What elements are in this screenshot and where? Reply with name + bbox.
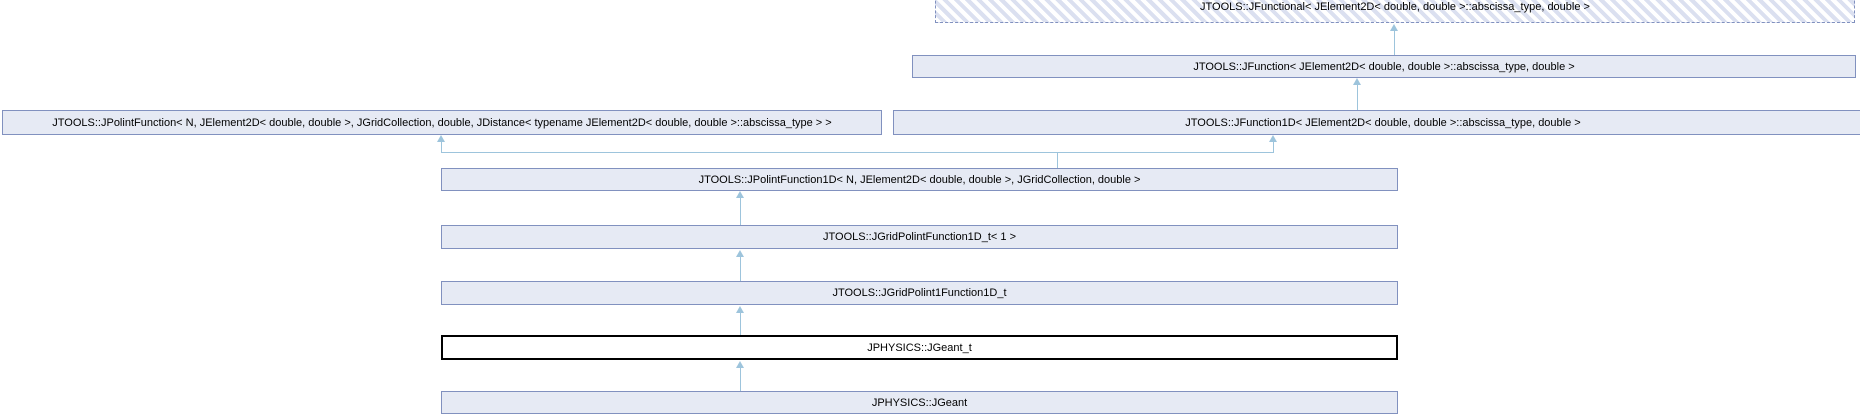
inheritance-arrow-icon [1390, 24, 1398, 31]
edge-jgeant-t-jgridpolint1fn [740, 312, 741, 335]
class-node-jgeant[interactable]: JPHYSICS::JGeant [441, 391, 1398, 414]
class-node-jfunctional[interactable]: JTOOLS::JFunctional< JElement2D< double,… [935, 0, 1855, 23]
inheritance-arrow-icon [736, 191, 744, 198]
edge-jfunction-jfunctional [1394, 30, 1395, 55]
inheritance-arrow-icon [437, 135, 445, 142]
class-node-jpolintfunction1d[interactable]: JTOOLS::JPolintFunction1D< N, JElement2D… [441, 168, 1398, 191]
inheritance-arrow-icon [1353, 78, 1361, 85]
class-node-jpolintfunction[interactable]: JTOOLS::JPolintFunction< N, JElement2D< … [2, 110, 882, 135]
class-node-jfunction[interactable]: JTOOLS::JFunction< JElement2D< double, d… [912, 55, 1856, 78]
class-node-jgridpolintfunction1d-t[interactable]: JTOOLS::JGridPolintFunction1D_t< 1 > [441, 225, 1398, 249]
edge-jpolintfunction1d-jfunction1d [1273, 141, 1274, 153]
class-node-jfunction1d[interactable]: JTOOLS::JFunction1D< JElement2D< double,… [893, 110, 1860, 135]
inheritance-arrow-icon [736, 250, 744, 257]
inheritance-arrow-icon [1269, 135, 1277, 142]
edge-jgridpolintfn-jpolintfunction1d [740, 197, 741, 225]
class-node-jgeant-t-current: JPHYSICS::JGeant_t [441, 335, 1398, 360]
edge-jgeant-jgeant-t [740, 367, 741, 391]
edge-channel-drop [1057, 152, 1058, 168]
edge-jgridpolint1fn-jgridpolintfn [740, 256, 741, 281]
edge-jfunction1d-jfunction [1357, 84, 1358, 110]
edge-channel [441, 152, 1274, 153]
inheritance-arrow-icon [736, 361, 744, 368]
edge-jpolintfunction1d-jpolintfunction [441, 141, 442, 153]
inheritance-arrow-icon [736, 306, 744, 313]
class-node-jgridpolint1function1d-t[interactable]: JTOOLS::JGridPolint1Function1D_t [441, 281, 1398, 305]
